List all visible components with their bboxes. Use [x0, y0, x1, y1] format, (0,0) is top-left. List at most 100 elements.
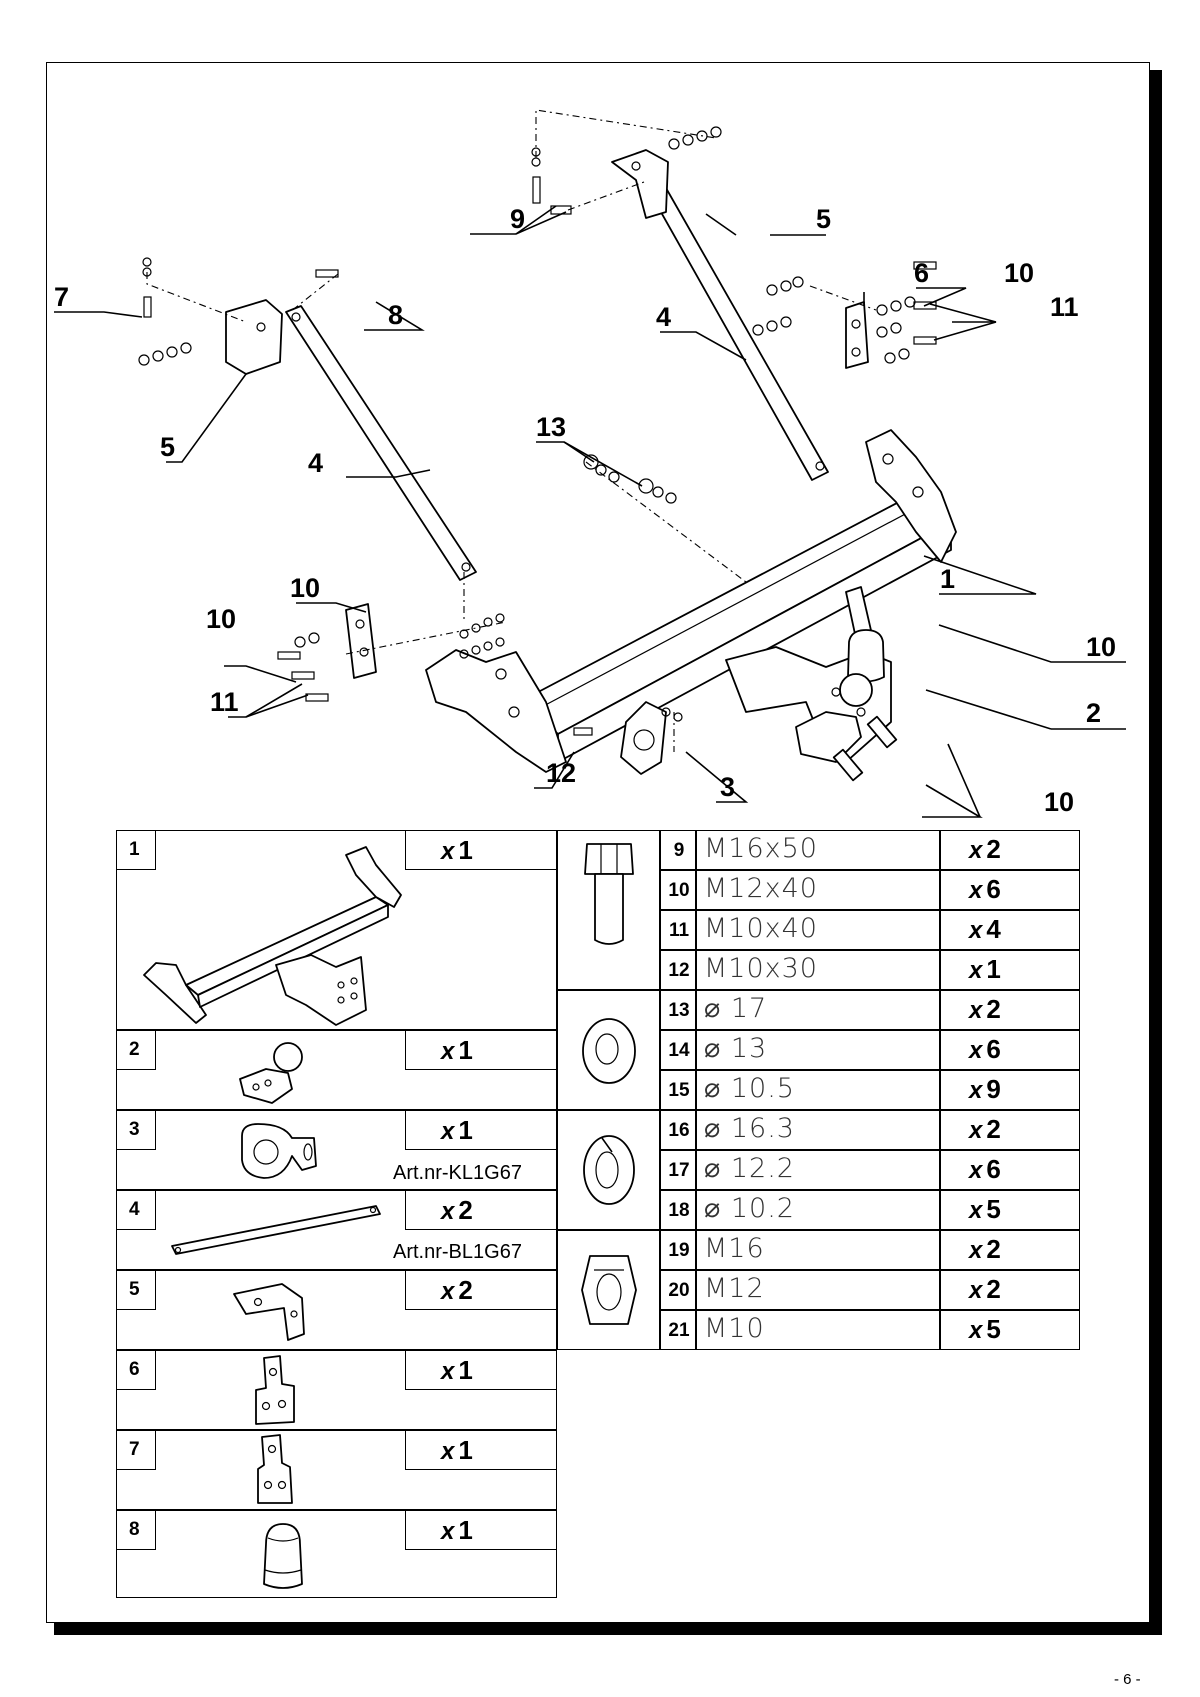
bolts-9: [832, 715, 898, 782]
hardware-spec: ⌀ 13: [704, 1033, 768, 1064]
tow-ball: [795, 673, 873, 763]
ball-cover-icon: [263, 1523, 303, 1589]
callout-6: 6: [914, 258, 929, 288]
part-number: 1: [129, 839, 140, 860]
hardware-spec: M16x50: [704, 833, 818, 864]
socket-plate-icon: [241, 1123, 317, 1179]
hardware-spec-cell: [696, 990, 940, 1030]
hardware-spec: ⌀ 10.2: [704, 1193, 795, 1224]
angle-bracket-left: [225, 299, 283, 375]
callout-11-right: 11: [1050, 292, 1079, 322]
mounting-plate-6: [845, 301, 869, 369]
hardware-spec-cell: [696, 830, 940, 870]
flat-washer-icon: [582, 1018, 636, 1084]
hardware-number-cell: [660, 910, 696, 950]
quantity-box: [405, 1030, 557, 1070]
hardware-number-cell: [660, 1030, 696, 1070]
hardware-spec-cell: [696, 870, 940, 910]
callout-10-top-right: 10: [1004, 258, 1034, 288]
hardware-number: 11: [668, 920, 690, 941]
callout-10-upper-left: 8: [388, 300, 403, 330]
part-number-box: [116, 1030, 156, 1070]
part-number-box: [116, 1510, 156, 1550]
hardware-spec-cell: [696, 910, 940, 950]
mounting-plate-icon: [257, 1434, 293, 1504]
exploded-assembly-drawing: 1 10 2 3 10 12 11 10 10 5 4 13 4 5 6 10 …: [54, 109, 1126, 818]
hardware-number-cell: [660, 1070, 696, 1110]
quantity-box: [405, 830, 557, 870]
axis-lines: [146, 109, 877, 752]
hardware-spec: M12x40: [704, 873, 818, 904]
hardware-number: 16: [668, 1120, 690, 1141]
hardware-number-cell: [660, 990, 696, 1030]
part-row-3: [116, 1110, 557, 1190]
callout-10-top: 9: [510, 204, 525, 234]
hardware-qty-cell: [940, 1190, 1080, 1230]
part-row-8: [116, 1510, 557, 1598]
hardware-spec-cell: [696, 1310, 940, 1350]
hardware-qty-cell: [940, 1110, 1080, 1150]
callout-2: 2: [1086, 698, 1101, 728]
hardware-number-cell: [660, 1150, 696, 1190]
hardware-qty-cell: [940, 950, 1080, 990]
part-row-6: [116, 1350, 557, 1430]
hardware-number: 17: [668, 1160, 690, 1181]
callout-7: 10: [290, 573, 320, 603]
article-number: Art.nr-BL1G67: [393, 1241, 522, 1263]
hardware-number-cell: [660, 1110, 696, 1150]
hardware-spec: M10x40: [704, 913, 818, 944]
strut-left: [285, 305, 477, 581]
callout-1: 1: [940, 564, 955, 594]
part-row-1: [116, 830, 557, 1030]
quantity-box: [405, 1350, 557, 1390]
hardware-spec: ⌀ 17: [704, 993, 768, 1024]
callout-5-top: 5: [816, 204, 831, 234]
hardware-number: 9: [673, 840, 685, 861]
page-number: - 6 -: [1114, 1671, 1141, 1688]
part-row-7: [116, 1430, 557, 1510]
leader-lines: [54, 205, 1126, 818]
mounting-plate-7: [345, 603, 377, 679]
part-number: 8: [129, 1519, 140, 1540]
hardware-qty-cell: [940, 910, 1080, 950]
hardware-qty-cell: [940, 870, 1080, 910]
part-number-box: [116, 1430, 156, 1470]
hardware-qty-cell: [940, 1030, 1080, 1070]
towbar-crossbar-icon: [143, 846, 402, 1026]
callout-8: 10: [1086, 632, 1116, 662]
bolt-group: [557, 830, 660, 990]
part-number: 5: [129, 1279, 140, 1300]
part-number: 4: [129, 1199, 140, 1220]
hardware-spec-cell: [696, 1110, 940, 1150]
flat-washer-group: [557, 990, 660, 1110]
callout-4-right: 4: [656, 302, 671, 332]
hardware-number: 13: [668, 1000, 690, 1021]
callout-10-far-left: 7: [54, 282, 69, 312]
article-number: Art.nr-KL1G67: [393, 1162, 522, 1184]
callout-4-left: 4: [308, 448, 323, 478]
nut-group: [557, 1230, 660, 1350]
tow-ball-icon: [239, 1042, 303, 1104]
callout-3: 3: [720, 772, 735, 802]
part-number: 7: [129, 1439, 140, 1460]
callout-10-lower-left: 10: [206, 604, 236, 634]
hardware-number: 19: [668, 1240, 690, 1261]
hardware-spec-cell: [696, 1230, 940, 1270]
hardware-number: 12: [668, 960, 690, 981]
quantity-box: [405, 1110, 557, 1150]
mounting-plate-icon: [255, 1355, 295, 1425]
part-number-box: [116, 1190, 156, 1230]
